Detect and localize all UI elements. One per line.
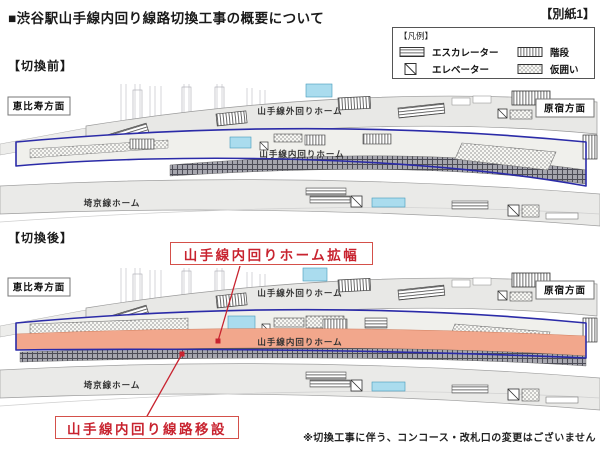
highlight-area — [227, 315, 256, 330]
elevator-icon — [404, 62, 417, 75]
highlight-area — [302, 267, 328, 282]
outer-platform-label: 山手線外回りホーム — [257, 288, 342, 298]
leader-line-widening — [217, 266, 241, 342]
direction-box-ebisu: 恵比寿方面 — [7, 277, 71, 297]
escalator-icon — [399, 46, 425, 57]
legend-label: エレベーター — [432, 64, 490, 76]
legend-item-enclosure: 仮囲い — [517, 62, 588, 76]
leader-dot — [215, 338, 221, 344]
attachment-label: 【別紙1】 — [540, 7, 595, 21]
highlight-area — [371, 197, 406, 208]
leader-line-track-move — [145, 353, 183, 418]
saikyo-platform: 埼京線ホーム — [0, 363, 600, 411]
inner-platform-label: 山手線内回りホーム — [257, 337, 342, 347]
inner-platform-widened: 山手線内回りホーム — [15, 308, 598, 367]
saikyo-platform-label: 埼京線ホーム — [84, 380, 141, 390]
outer-platform-label: 山手線外回りホーム — [257, 106, 342, 116]
elevator-icon — [497, 290, 508, 301]
station-diagram-after: 埼京線ホーム 山手線外回りホーム — [0, 266, 600, 418]
annotation-leaders — [145, 266, 241, 418]
station-diagram-before: 埼京線ホーム 山手線外回りホーム — [0, 83, 600, 227]
legend-item-escalator: エスカレーター — [399, 45, 517, 59]
legend-label: 階段 — [550, 47, 570, 59]
legend-title: 【凡例】 — [399, 31, 434, 41]
svg-text:恵比寿方面: 恵比寿方面 — [13, 101, 66, 113]
direction-box-harajuku: 原宿方面 — [535, 98, 595, 118]
enclosure-icon — [517, 63, 543, 74]
svg-text:恵比寿方面: 恵比寿方面 — [13, 282, 66, 294]
legend-label: 仮囲い — [550, 64, 579, 76]
highlight-area — [371, 381, 406, 392]
page-title: ■渋谷駅山手線内回り線路切換工事の概要について — [8, 11, 325, 26]
svg-text:原宿方面: 原宿方面 — [544, 285, 586, 297]
inner-platform-outline — [15, 308, 587, 359]
annotation-platform-widening: 山手線内回りホーム拡幅 — [170, 242, 373, 265]
legend-item-elevator: エレベーター — [399, 62, 517, 76]
leader-dot — [179, 351, 185, 357]
direction-box-ebisu: 恵比寿方面 — [7, 96, 71, 116]
enclosure-area — [454, 142, 557, 171]
elevator-icon — [350, 379, 363, 392]
elevator-icon — [507, 204, 520, 217]
stairs-icon — [517, 46, 543, 57]
highlight-area — [305, 83, 333, 98]
annotation-track-relocation: 山手線内回り線路移設 — [55, 416, 239, 439]
annotation-text: 山手線内回り線路移設 — [67, 421, 227, 437]
elevator-icon — [350, 195, 363, 208]
legend-label: エスカレーター — [432, 47, 499, 59]
highlight-area — [229, 136, 252, 149]
elevator-icon — [497, 108, 508, 119]
annotation-text: 山手線内回りホーム拡幅 — [183, 247, 360, 263]
inner-platform-label: 山手線内回りホーム — [259, 149, 344, 159]
legend-item-stairs: 階段 — [517, 45, 588, 59]
section-heading-after: 【切換後】 — [8, 231, 74, 245]
footnote: ※切換工事に伴う、コンコース・改札口の変更はございません — [303, 433, 596, 444]
section-heading-before: 【切換前】 — [8, 59, 74, 73]
legend-box: 【凡例】 エスカレーター 階段 エレベーター 仮囲い — [392, 27, 595, 79]
saikyo-platform-label: 埼京線ホーム — [84, 198, 141, 208]
inner-platform: 山手線内回りホーム — [15, 127, 598, 187]
inner-platform-outline — [15, 127, 587, 187]
svg-text:原宿方面: 原宿方面 — [544, 103, 586, 115]
elevator-icon — [259, 141, 269, 151]
saikyo-platform: 埼京線ホーム — [0, 179, 600, 227]
elevator-icon — [507, 388, 520, 401]
direction-box-harajuku: 原宿方面 — [535, 280, 595, 300]
